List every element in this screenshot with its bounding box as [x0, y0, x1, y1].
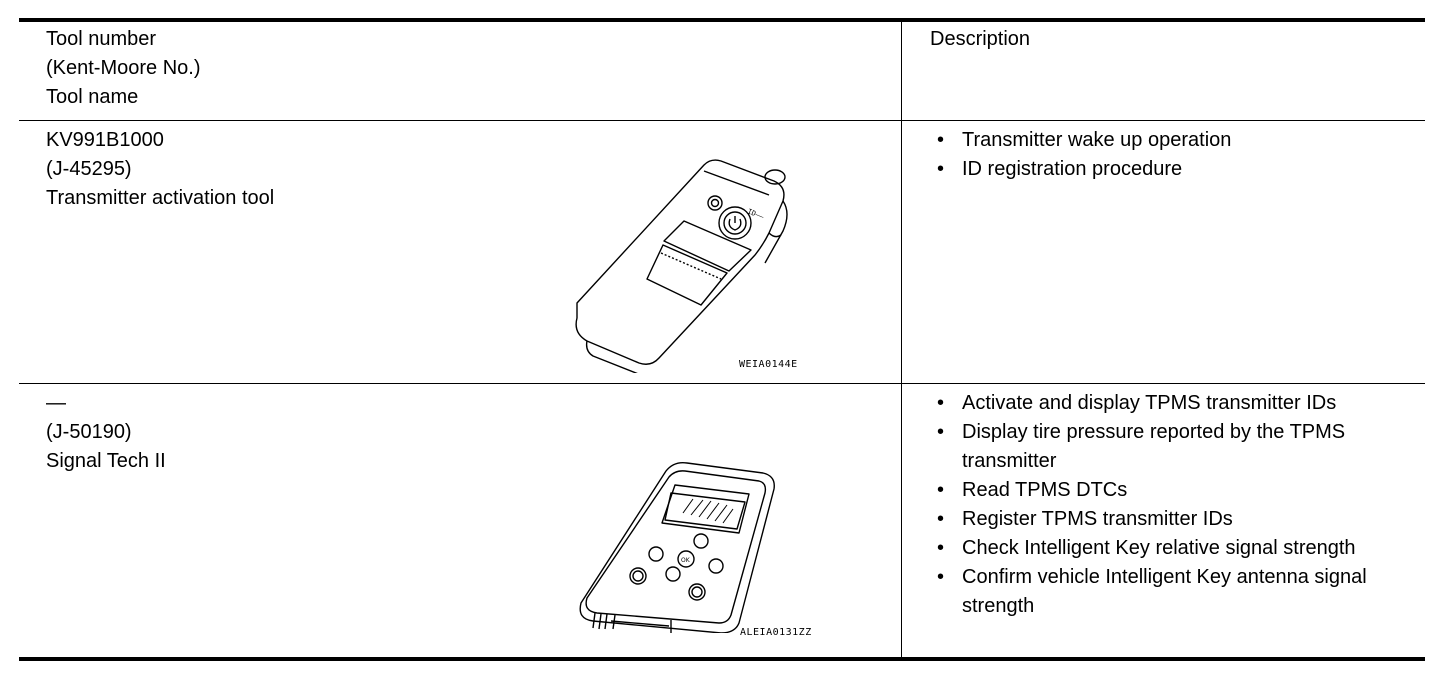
header-tool-name: Tool name: [46, 86, 139, 108]
bullet-glyph: •: [937, 392, 945, 414]
list-item: •Register TPMS transmitter IDs: [930, 505, 1412, 534]
header-tool-cell: Tool number (Kent-Moore No.) Tool name: [46, 25, 201, 112]
header-divider: [19, 120, 1425, 121]
row2-kent-moore: (J-50190): [46, 421, 132, 443]
row1-figure-code: WEIA0144E: [739, 359, 798, 370]
row2-description-cell: •Activate and display TPMS transmitter I…: [930, 389, 1412, 621]
row1-tool-cell: KV991B1000 (J-45295) Transmitter activat…: [46, 126, 274, 213]
column-divider: [901, 22, 902, 657]
row1-tool-number: KV991B1000: [46, 129, 164, 151]
bullet-glyph: •: [937, 566, 945, 588]
bullet-glyph: •: [937, 421, 945, 443]
row2-tool-name: Signal Tech II: [46, 450, 166, 472]
transmitter-activation-tool-illustration: ID——: [575, 159, 788, 373]
row1-tool-name: Transmitter activation tool: [46, 187, 275, 209]
row2-figure-code: ALEIA0131ZZ: [740, 627, 812, 638]
row-divider: [19, 383, 1425, 384]
list-item: •Display tire pressure reported by the T…: [930, 418, 1412, 476]
special-service-tools-table: Tool number (Kent-Moore No.) Tool name D…: [19, 18, 1425, 661]
header-kent-moore: (Kent-Moore No.): [46, 57, 201, 79]
row1-kent-moore: (J-45295): [46, 158, 132, 180]
header-tool-number: Tool number: [46, 28, 157, 50]
row1-description-list: •Transmitter wake up operation •ID regis…: [930, 126, 1412, 184]
bullet-glyph: •: [937, 129, 945, 151]
signal-tech-ii-illustration: OK: [579, 461, 775, 633]
list-item: •Check Intelligent Key relative signal s…: [930, 534, 1412, 563]
svg-text:OK: OK: [681, 557, 691, 564]
row2-tool-number: —: [46, 392, 66, 414]
row2-tool-cell: — (J-50190) Signal Tech II: [46, 389, 166, 476]
bullet-glyph: •: [937, 158, 945, 180]
bullet-glyph: •: [937, 508, 945, 530]
header-description: Description: [930, 28, 1031, 50]
header-description-cell: Description: [930, 25, 1030, 54]
list-item: •Activate and display TPMS transmitter I…: [930, 389, 1412, 418]
svg-text:ID——: ID——: [746, 207, 765, 221]
row2-description-list: •Activate and display TPMS transmitter I…: [930, 389, 1412, 621]
list-item: •ID registration procedure: [930, 155, 1412, 184]
bullet-glyph: •: [937, 479, 945, 501]
table-bottom-rule: [19, 657, 1425, 661]
row1-description-cell: •Transmitter wake up operation •ID regis…: [930, 126, 1412, 184]
bullet-glyph: •: [937, 537, 945, 559]
list-item: •Transmitter wake up operation: [930, 126, 1412, 155]
list-item: •Read TPMS DTCs: [930, 476, 1412, 505]
list-item: •Confirm vehicle Intelligent Key antenna…: [930, 563, 1412, 621]
table-top-rule: [19, 18, 1425, 22]
